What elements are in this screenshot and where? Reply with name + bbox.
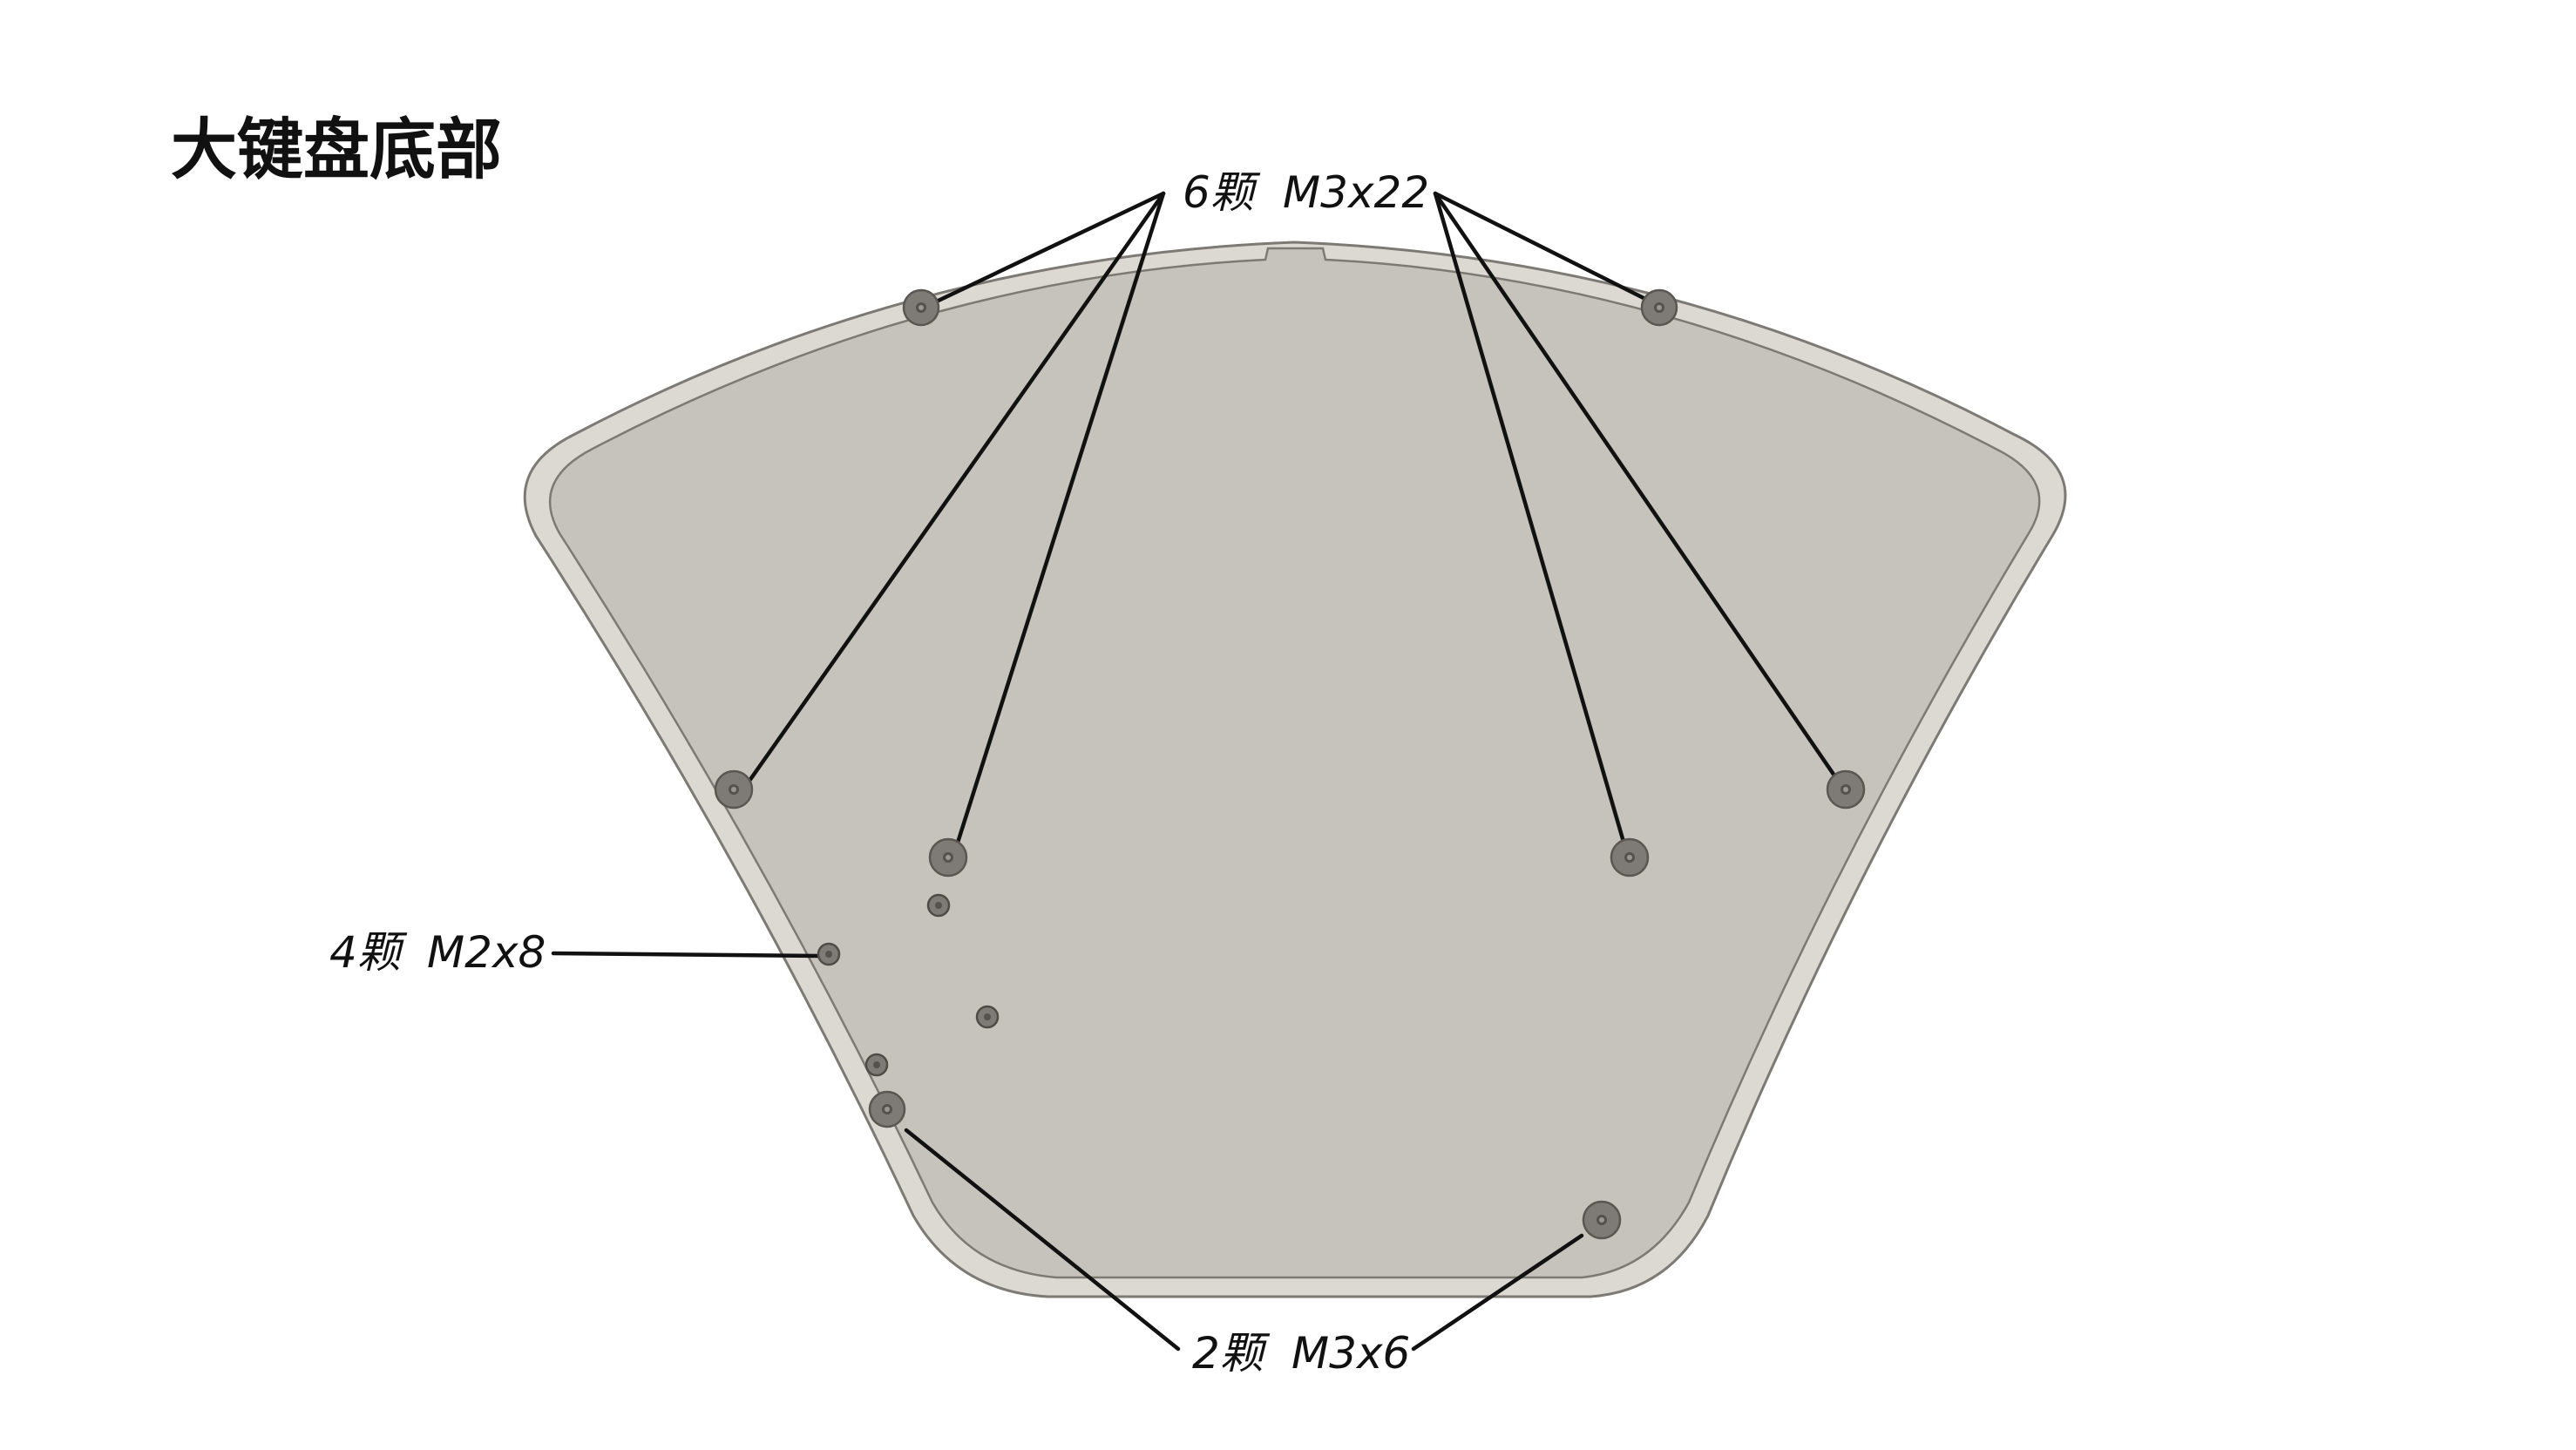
callout-left-count: 4颗 [329, 927, 408, 978]
screw-m3x22 [1610, 837, 1650, 877]
leader-top-6 [1433, 191, 1626, 844]
screw-m2x8 [926, 893, 951, 918]
callout-left: 4颗 M2x8 [329, 927, 546, 978]
screw-m2x8 [817, 942, 841, 966]
screws [714, 288, 1866, 1240]
screw-m3x22 [1826, 769, 1866, 810]
leader-lines [551, 191, 1837, 1352]
callout-left-spec: M2x8 [427, 927, 546, 978]
screw-m3x6 [868, 1090, 906, 1128]
callout-bottom-spec: M3x6 [1291, 1328, 1410, 1379]
leader-top-3 [954, 191, 1166, 848]
screw-m3x22 [928, 837, 968, 877]
leader-bottom-1 [904, 1128, 1181, 1352]
screw-m3x22 [1640, 288, 1678, 327]
leader-top-4 [1433, 191, 1650, 302]
screw-m3x22 [714, 769, 754, 810]
callout-top-spec: M3x22 [1283, 167, 1429, 218]
keyboard-bottom-plate [523, 241, 2067, 1298]
callout-top-count: 6颗 [1183, 167, 1261, 218]
leader-bottom-2 [1411, 1233, 1584, 1352]
callout-bottom-count: 2颗 [1192, 1328, 1271, 1379]
callout-bottom: 2颗 M3x6 [1192, 1328, 1410, 1379]
leader-left [551, 951, 824, 959]
callout-top: 6颗 M3x22 [1183, 167, 1429, 218]
screw-m3x22 [902, 288, 940, 327]
diagram-title: 大键盘底部 [171, 111, 502, 188]
leader-top-2 [742, 191, 1166, 789]
screw-m2x8 [864, 1053, 889, 1077]
leader-top-5 [1433, 191, 1837, 778]
plate-inner-panel [548, 247, 2041, 1279]
screw-m3x6 [1582, 1200, 1622, 1240]
screw-m2x8 [975, 1005, 1000, 1029]
leader-top-1 [923, 191, 1166, 309]
